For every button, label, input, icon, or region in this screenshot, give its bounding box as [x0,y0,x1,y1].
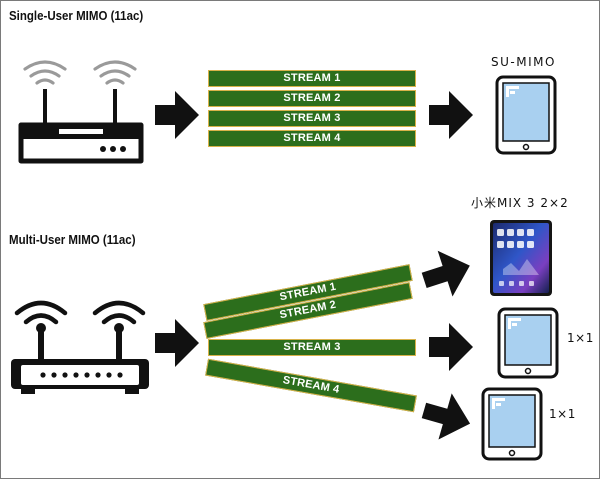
tablet-icon [497,307,559,379]
tablet1-label: 1×1 [567,331,594,345]
phone-label: 小米MIX 3 2×2 [471,196,569,210]
tablet-icon [495,75,557,155]
arrow-right-icon [429,323,473,371]
phone-icon [490,220,552,296]
mu-stream-3: STREAM 3 [208,339,416,356]
arrow-up-right-icon [421,250,470,297]
mu-router-icon [11,300,149,394]
arrow-down-right-icon [421,393,471,440]
tablet2-label: 1×1 [549,407,576,421]
mu-stream-4: STREAM 4 [205,358,417,413]
su-mimo-title: Single-User MIMO (11ac) [9,9,144,23]
mu-mimo-title: Multi-User MIMO (11ac) [9,233,136,247]
arrow-right-icon [429,91,473,139]
su-device-label: SU-MIMO [491,55,556,69]
su-stream-1: STREAM 1 [208,70,416,87]
su-stream-4: STREAM 4 [208,130,416,147]
su-router-icon [18,60,144,164]
arrow-right-icon [155,319,199,367]
tablet-icon [481,387,543,461]
su-stream-2: STREAM 2 [208,90,416,107]
arrow-right-icon [155,91,199,139]
su-stream-3: STREAM 3 [208,110,416,127]
